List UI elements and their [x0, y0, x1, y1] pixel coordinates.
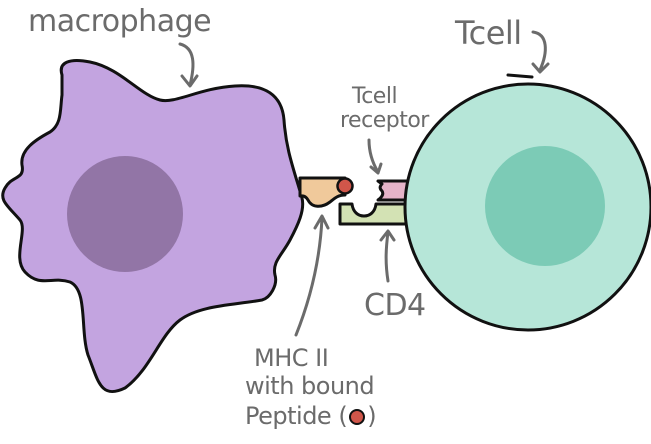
- mhc-arrow-icon: [294, 214, 330, 337]
- macrophage-nucleus: [67, 156, 183, 272]
- mhc-label-line2: with bound: [245, 372, 375, 400]
- mhc-label-line3: Peptide (): [245, 402, 377, 430]
- mhc-label-peptide-text: Peptide (: [245, 402, 348, 430]
- mhc-label-close-paren: ): [367, 402, 377, 430]
- mhc-label-line1: MHC II: [254, 344, 329, 372]
- tcell-arrow-icon: [531, 30, 550, 74]
- macrophage-arrow-icon: [178, 42, 199, 88]
- mhc-ii-molecule: [298, 176, 347, 208]
- tcell-receptor-label-line2: receptor: [340, 108, 429, 133]
- tcell: [403, 73, 651, 332]
- macrophage-cell: [1, 59, 305, 394]
- tcell-label: Tcell: [455, 14, 522, 52]
- tcell-top-mark: [506, 73, 534, 79]
- cd4-arrow-icon: [379, 229, 396, 283]
- cd4-molecule: [338, 202, 410, 226]
- tcell-receptor-label-line1: Tcell: [352, 84, 398, 109]
- mhc-ii-complex: [298, 176, 354, 208]
- cd4-label: CD4: [364, 288, 426, 323]
- tcell-receptor-arrow-icon: [367, 138, 383, 175]
- tcell-receptor: [376, 179, 410, 202]
- peptide-legend-icon: [349, 409, 366, 425]
- peptide: [336, 177, 354, 195]
- macrophage-label: macrophage: [28, 4, 212, 39]
- tcell-nucleus: [485, 146, 605, 266]
